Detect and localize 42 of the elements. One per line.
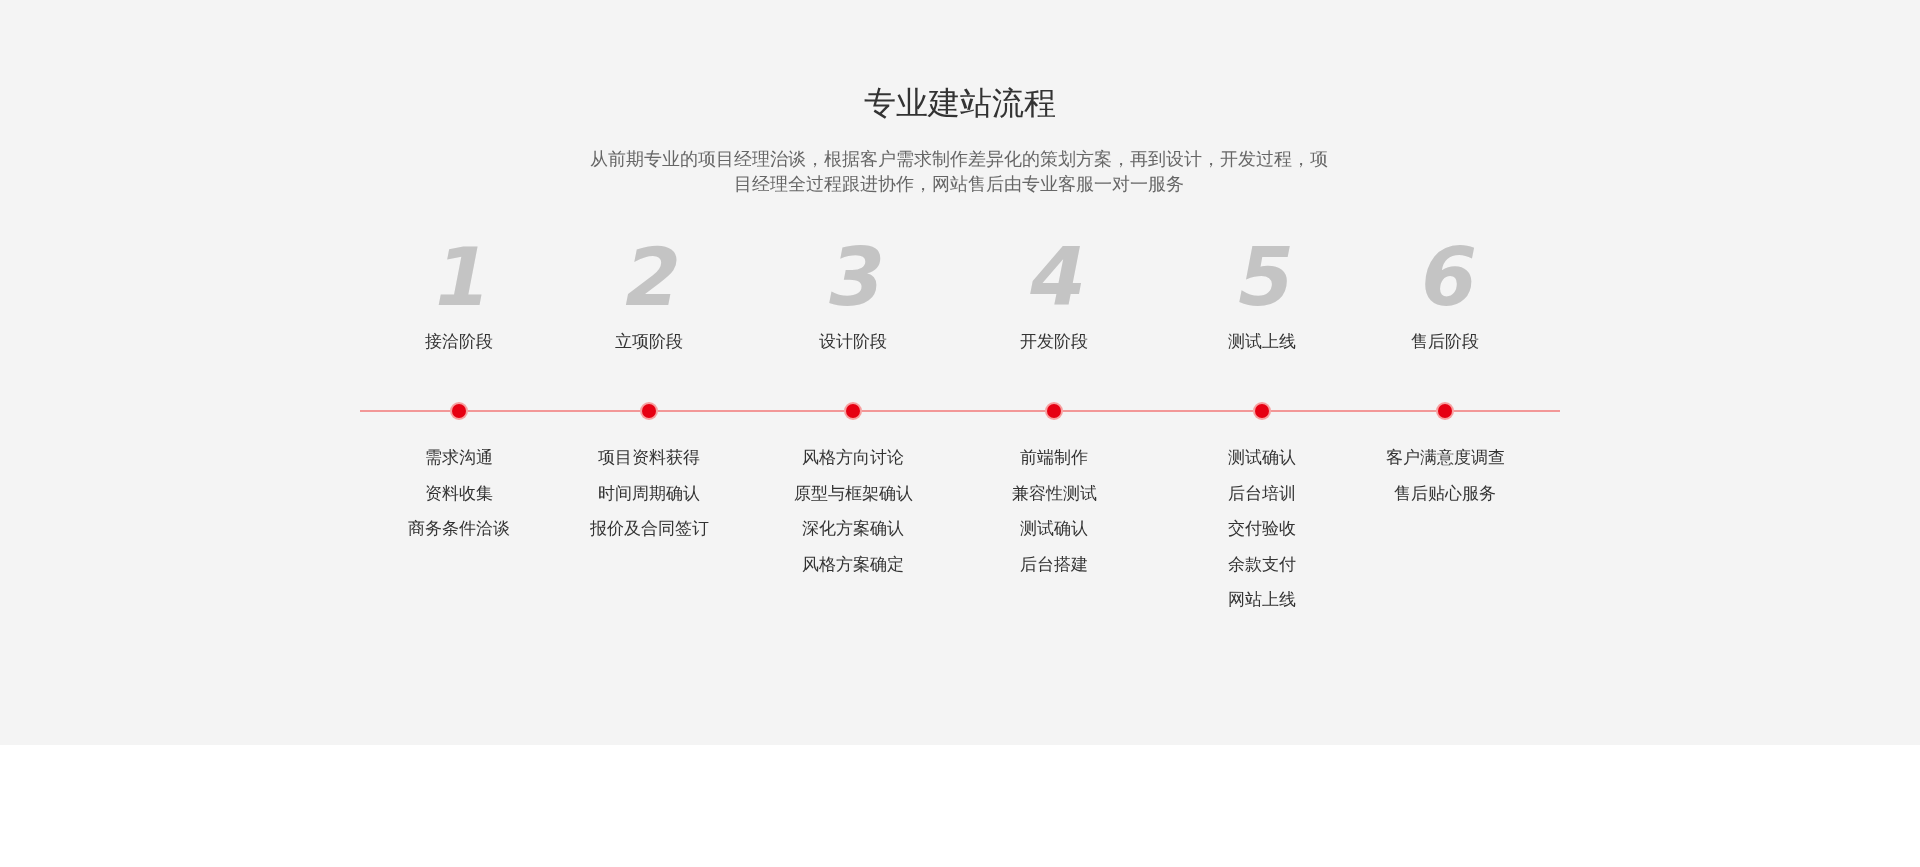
timeline-line — [657, 410, 845, 412]
task-item: 网站上线 — [1227, 588, 1297, 611]
task-item: 前端制作 — [1019, 446, 1089, 469]
timeline-dot — [1047, 404, 1061, 418]
stage-title: 售后阶段 — [1410, 330, 1480, 353]
task-item: 后台搭建 — [1019, 552, 1089, 576]
timeline-line — [467, 410, 641, 412]
task-item: 商务条件洽谈 — [407, 517, 511, 540]
stage-title: 设计阶段 — [818, 330, 888, 353]
timeline-dot — [642, 404, 656, 418]
stage-title: 开发阶段 — [1019, 330, 1089, 353]
task-item: 报价及合同签订 — [588, 517, 710, 540]
task-item: 时间周期确认 — [597, 481, 701, 505]
timeline-dot — [1438, 404, 1452, 418]
timeline-line — [1062, 410, 1254, 412]
stage-title: 测试上线 — [1227, 330, 1297, 353]
task-item: 深化方案确认 — [801, 517, 905, 540]
timeline-dot — [1255, 404, 1269, 418]
task-item: 需求沟通 — [424, 446, 494, 469]
task-item: 资料收集 — [424, 481, 494, 505]
task-item: 风格方向讨论 — [801, 446, 905, 469]
timeline-line — [1270, 410, 1437, 412]
timeline-dot — [846, 404, 860, 418]
task-item: 后台培训 — [1227, 481, 1297, 505]
timeline-line — [359, 410, 451, 412]
task-item: 测试确认 — [1227, 446, 1297, 469]
page-subtitle: 从前期专业的项目经理治谈，根据客户需求制作差异化的策划方案，再到设计，开发过程，项目经理全过程跟进协作，网站售后由专业客服一对一服务 — [590, 147, 1328, 196]
task-item: 交付验收 — [1227, 517, 1297, 540]
task-item: 项目资料获得 — [597, 446, 701, 469]
task-item: 风格方案确定 — [801, 552, 905, 576]
task-item: 兼容性测试 — [1010, 481, 1098, 505]
stage-title: 接洽阶段 — [424, 330, 494, 353]
task-item: 余款支付 — [1227, 552, 1297, 576]
task-item: 原型与框架确认 — [792, 481, 914, 505]
task-item: 售后贴心服务 — [1393, 481, 1497, 505]
timeline-line — [861, 410, 1046, 412]
page-title: 专业建站流程 — [863, 83, 1057, 124]
timeline-line — [1453, 410, 1561, 412]
timeline-dot — [452, 404, 466, 418]
task-item: 客户满意度调查 — [1384, 446, 1506, 469]
stage-title: 立项阶段 — [614, 330, 684, 353]
task-item: 测试确认 — [1019, 517, 1089, 540]
